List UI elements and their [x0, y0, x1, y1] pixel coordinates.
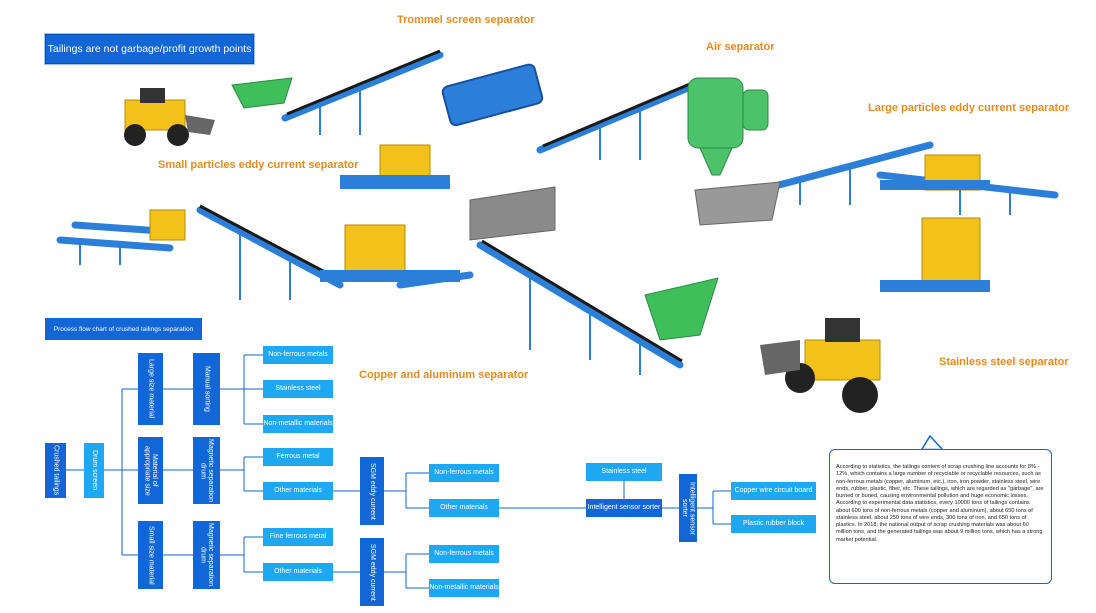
box-copper-wire: Copper wire circuit board — [731, 482, 816, 500]
conveyor-4 — [196, 206, 344, 289]
box-sensor-sorter: Intelligent sensor sorter — [586, 499, 662, 517]
box-fine-ferrous: Fine ferrous metal — [263, 528, 333, 546]
box-stainless-1: Stainless steel — [263, 380, 333, 398]
conveyor-2 — [536, 81, 699, 154]
hopper-1 — [231, 77, 293, 109]
box-sensor-sorter-vertical: Intelligent sensor sorter — [679, 474, 697, 542]
trommel-drum — [441, 63, 544, 127]
loader-left — [124, 88, 215, 146]
label-stainless: Stainless steel separator — [939, 356, 1069, 368]
box-other-3: Other materials — [429, 499, 499, 517]
conveyor-5 — [476, 241, 684, 369]
label-copper-al: Copper and aluminum separator — [359, 369, 529, 381]
bin-1 — [469, 186, 556, 241]
machine-stainless — [921, 217, 981, 289]
label-air: Air separator — [706, 41, 775, 53]
box-manual-sorting: Manual sorting — [193, 353, 220, 425]
box-non-ferrous-1: Non-ferrous metals — [263, 346, 333, 364]
box-crushed-tailings: Crushed tailings — [45, 443, 66, 498]
box-large-size: Large size material — [138, 353, 163, 425]
box-non-metallic-1: Non-metallic materials — [263, 415, 333, 433]
statistics-note: According to statistics, the tailings co… — [829, 449, 1052, 584]
conveyor-3 — [756, 141, 934, 194]
conveyor-1 — [281, 51, 444, 122]
box-magnetic-drum-2: Magnetic separation drum — [193, 521, 220, 589]
box-ferrous: Ferrous metal — [263, 448, 333, 466]
box-appropriate-size: Material of appropriate size — [138, 437, 163, 504]
box-plastic-rubber: Plastic rubber block — [731, 515, 816, 533]
box-other-2: Other materials — [263, 563, 333, 581]
label-small-eddy: Small particles eddy current separator — [158, 159, 359, 171]
box-non-ferrous-2: Non-ferrous metals — [429, 464, 499, 482]
note-paragraph-2: According to experimental data statistic… — [836, 500, 1043, 543]
conveyor-6 — [56, 236, 174, 252]
label-trommel: Trommel screen separator — [397, 14, 535, 26]
box-small-size: Small size material — [138, 521, 163, 589]
tagline-banner: Tailings are not garbage/profit growth p… — [45, 34, 254, 64]
flow-title: Process flow chart of crushed tailings s… — [45, 318, 202, 340]
box-non-ferrous-3: Non-ferrous metals — [429, 545, 499, 563]
box-non-metallic-2: Non-metallic materials — [429, 579, 499, 597]
note-paragraph-1: According to statistics, the tailings co… — [836, 464, 1044, 500]
hopper-2 — [644, 277, 719, 341]
label-large-eddy: Large particles eddy current separator — [868, 102, 1070, 114]
box-drum-screen: Drum screen — [84, 443, 104, 498]
box-other-1: Other materials — [263, 482, 333, 500]
box-sgm-eddy-2: SGM eddy current — [360, 538, 384, 606]
box-magnetic-drum-1: Magnetic separation drum — [193, 437, 220, 504]
bin-2 — [694, 181, 781, 226]
loader-right — [760, 318, 881, 413]
box-stainless-2: Stainless steel — [586, 463, 662, 481]
box-sgm-eddy-1: SGM eddy current — [360, 457, 384, 525]
